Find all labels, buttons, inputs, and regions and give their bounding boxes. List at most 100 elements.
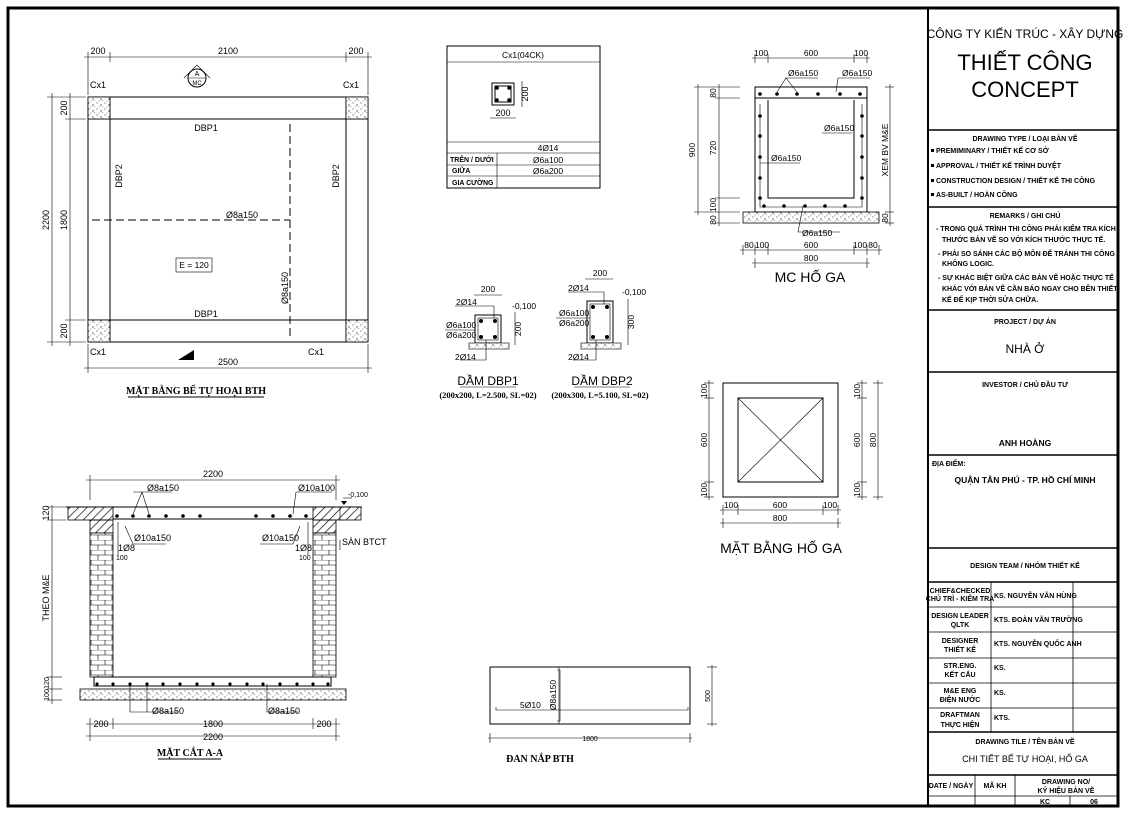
row-label: GIỮA [452,166,470,175]
team-role: CHIEF&CHECKED [930,588,991,595]
drawing-type-item: AS-BUILT / HOÀN CÔNG [936,190,1018,199]
dimension: 2200 [203,469,223,479]
team-member: KTS. ĐOÀN VĂN TRƯỜNG [994,615,1083,624]
title-block: CÔNG TY KIẾN TRÚC - XÂY DỰNG THIẾT CÔNG … [926,8,1124,806]
location: QUẬN TÂN PHÚ - TP. HỒ CHÍ MINH [954,474,1095,485]
beam-dbp2: 200 2Ø14 Ø6a100 Ø6a200 2Ø14 300 -0,100 D… [551,268,648,400]
sheet-border [6,6,1120,808]
level: -0,100 [348,492,368,499]
remark-line: KHÁC VỚI BẢN VẼ CẦN BÁO NGAY CHO BÊN THI… [942,283,1118,293]
dimension: 800 [868,433,878,447]
investor-header: INVESTOR / CHỦ ĐẦU TƯ [982,379,1068,389]
team-member: KS. [994,665,1006,672]
dimension: 600 [804,240,818,250]
remark-line: THƯỚC BẢN VẼ SO VỚI KÍCH THƯỚC THỰC TẾ. [942,234,1105,244]
project-name: NHÀ Ở [1006,341,1046,356]
section-a-a: 2200 200 1800 200 2200 120 THEO M&E Ø8a1… [41,469,387,760]
rebar-label: 1Ø8 [118,543,135,553]
dimension: 600 [804,48,818,58]
cover-slab: 5Ø10 Ø8a150 1800 500 ĐAN NẮP BTH [488,665,717,765]
dimension: 1800 [59,210,69,230]
svg-text:MC: MC [192,81,202,87]
dimension: 2100 [218,46,238,56]
brand-line1: THIẾT CÔNG [957,50,1092,75]
stirrup: Ø6a100 [446,320,477,330]
dimension: 600 [852,433,862,447]
drawing-number: 06 [1090,799,1098,806]
row-value: Ø6a100 [533,155,564,165]
drawing-no-header: DRAWING NO/ [1042,779,1090,786]
slab-note: SÀN BTCT [342,537,387,547]
svg-text:A: A [195,71,200,78]
team-member: KTS. NGUYỄN QUỐC ANH [994,638,1082,648]
dist-bars: Ø8a150 [548,680,558,711]
dimension: 100 [699,384,709,398]
team-member: KS. [994,690,1006,697]
date-header: DATE / NGÀY [929,781,974,790]
level: -0,100 [622,287,646,297]
column-label: Cx1 [343,80,359,90]
dimension: 800 [804,253,818,263]
dimension: 720 [708,141,718,155]
location-header: ĐỊA ĐIỂM: [932,459,966,468]
row-value: Ø6a200 [533,166,564,176]
column-label: Cx1 [90,80,106,90]
dimension: 500 [705,690,712,702]
dimension: 80 [708,88,718,98]
dimension: 100 [853,240,867,250]
dimension: 2200 [203,732,223,742]
dimension: 100 [754,48,768,58]
bottom-bars: 2Ø14 [568,352,589,362]
team-role: M&E ENG [944,688,977,695]
rebar-label: Ø6a150 [802,228,833,238]
team-role: THIẾT KẾ [944,644,976,654]
dimension: 200 [348,46,363,56]
brick-wall [89,532,114,678]
row-label: GIA CƯỜNG [452,178,494,187]
manhole-plan-title: MẶT BẰNG HỐ GA [720,539,843,556]
team-header: DESIGN TEAM / NHÓM THIẾT KẾ [970,560,1080,570]
beam-label: DBP2 [331,164,341,188]
stirrup: Ø6a200 [559,318,590,328]
dimension: 80 [880,213,890,223]
dimension: 100 [755,240,769,250]
rebar-label: Ø6a150 [788,68,819,78]
dimension: 300 [626,315,636,329]
dimension: 200 [495,108,510,118]
dimension: 200 [59,323,69,338]
dimension: 100 [823,500,837,510]
drawing-type-item: APPROVAL / THIẾT KẾ TRÌNH DUYỆT [936,160,1062,170]
drawing-type-header: DRAWING TYPE / LOẠI BẢN VẼ [972,134,1077,143]
stirrup: Ø6a200 [446,330,477,340]
rebar-label: Ø8a150 [147,483,179,493]
beam-dbp1: 200 2Ø14 Ø6a100 Ø6a200 2Ø14 200 -0,100 D… [439,284,536,400]
manhole-plan: 100 600 100 800 100 600 100 100 600 100 … [699,380,883,556]
slab-thickness: E = 120 [179,260,209,270]
top-bars: 2Ø14 [568,283,589,293]
team-member: KTS. [994,715,1010,722]
drawing-title-header: DRAWING TILE / TÊN BẢN VẼ [975,737,1075,746]
dimension: 200 [316,719,331,729]
dimension: 100 [699,483,709,497]
bottom-bars: 2Ø14 [455,352,476,362]
rebar-label: Ø10a150 [134,533,171,543]
company-name: CÔNG TY KIẾN TRÚC - XÂY DỰNG [927,26,1124,41]
drawing-no-header: KÝ HIỆU BẢN VẼ [1038,786,1095,795]
beam-title: DẦM DBP2 [571,373,633,388]
dimension: 200 [520,86,530,101]
column-schedule: Cx1(04CK) 200 200 4Ø14 TRÊN / DƯỚI Ø6a10… [446,45,601,189]
plan-title: MẶT BẰNG BỂ TỰ HOẠI BTH [126,384,266,397]
dimension: 80 [708,215,718,225]
beam-spec: (200x200, L=2.500, SL=02) [439,390,536,400]
dimension: 600 [773,500,787,510]
rebar-label: Ø8a150 [152,706,184,716]
team-role: ĐIỆN NƯỚC [940,695,981,704]
remark-line: - PHẢI SO SÁNH CÁC BỘ MÔN ĐỂ TRÁNH THI C… [938,249,1116,258]
team-role: THỰC HIỆN [941,720,980,729]
team-role: DESIGN LEADER [931,613,989,620]
rebar-label: Ø8a150 [226,210,258,220]
section-arrow-icon [178,350,194,360]
dimension: 100 [724,500,738,510]
project-header: PROJECT / DỰ ÁN [994,317,1056,326]
